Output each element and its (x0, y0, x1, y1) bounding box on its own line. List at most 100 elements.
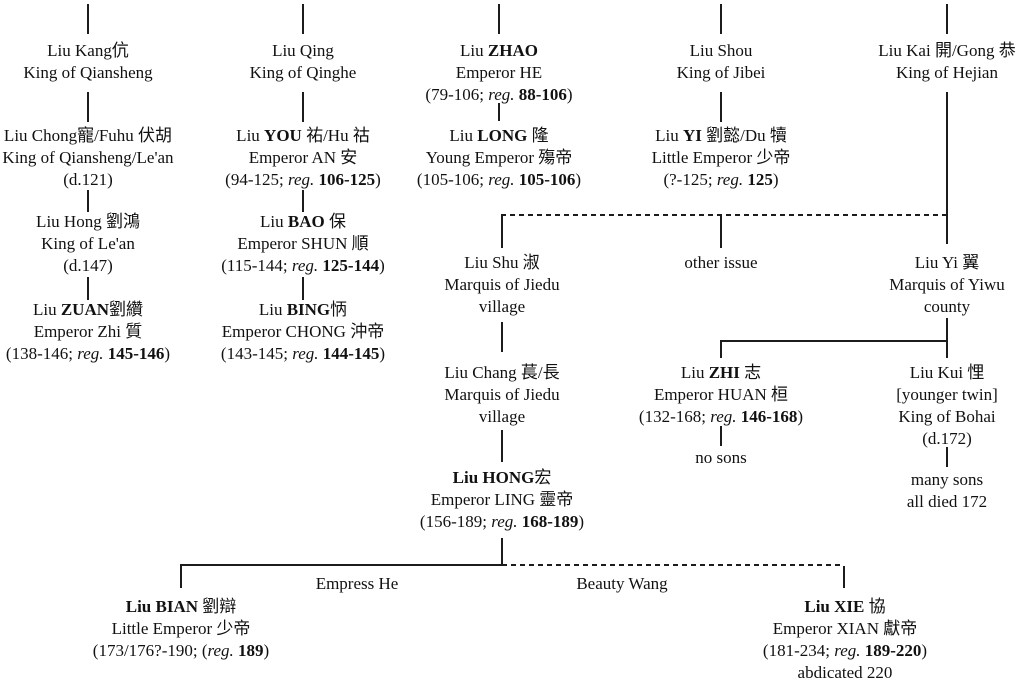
node-liu-hong-ling: Liu HONG宏 Emperor LING 靈帝 (156-189; reg. 1… (420, 467, 584, 533)
connector-stub-top-c5 (946, 4, 948, 34)
node-text-line: Liu Kui 悝 (909, 363, 985, 382)
node-liu-hong-lean: Liu Hong 劉鴻 King of Le'an (d.147) (36, 211, 140, 277)
connector-you-bao (302, 190, 304, 212)
node-liu-kang: Liu Kang伉 King of Qiansheng (23, 40, 152, 84)
node-liu-yi-du: Liu YI 劉懿/Du 犢 Little Emperor 少帝 (?-125; r… (652, 125, 791, 191)
node-text-line: King of Qinghe (249, 63, 357, 82)
node-text-line: Liu BIAN 劉辯 (125, 597, 237, 616)
node-text-line: (173/176?-190; (reg. 189) (92, 641, 270, 660)
connector-tick-zhi (720, 342, 722, 358)
node-text-line: King of Jibei (676, 63, 766, 82)
node-text-line: (115-144; reg. 125-144) (221, 256, 385, 275)
node-text-line: village (478, 407, 526, 426)
node-empress-he: Empress He (316, 573, 399, 595)
node-text-line: Liu LONG 隆 (449, 126, 549, 145)
connector-yiwu-bar (720, 340, 948, 342)
node-text-line: Emperor HUAN 桓 (653, 385, 789, 404)
node-text-line: no sons (695, 448, 747, 467)
node-text-line: Little Emperor 少帝 (111, 619, 251, 638)
connector-stub-top-c3 (498, 4, 500, 34)
node-text-line: (79-106; reg. 88-106) (425, 85, 573, 104)
connector-bao-bing (302, 277, 304, 300)
node-text-line: village (478, 297, 526, 316)
node-text-line: Liu ZUAN劉纘 (32, 300, 144, 319)
node-liu-chang: Liu Chang 萇/長 Marquis of Jiedu village (444, 362, 559, 428)
connector-shu-chang (501, 322, 503, 352)
node-text-line: Empress He (315, 574, 399, 593)
node-text-line: abdicated 220 (797, 663, 893, 682)
node-text-line: Emperor Zhi 質 (33, 322, 143, 341)
connector-bian-drop (180, 566, 182, 588)
connector-kui-manysons (946, 447, 948, 467)
node-other-issue: other issue (684, 252, 757, 274)
node-text-line: Liu Chang 萇/長 (444, 363, 560, 382)
node-text-line: King of Qiansheng (23, 63, 153, 82)
node-beauty-wang: Beauty Wang (576, 573, 667, 595)
node-text-line: King of Bohai (898, 407, 996, 426)
node-text-line: (143-145; reg. 144-145) (220, 344, 386, 363)
node-text-line: Emperor HE (455, 63, 543, 82)
node-text-line: Emperor CHONG 沖帝 (221, 322, 385, 341)
node-text-line: Liu Shu 淑 (464, 253, 540, 272)
node-text-line: King of Le'an (41, 234, 135, 253)
connector-tick-liu-shu (501, 216, 503, 248)
connector-dashed-marriage-dashed (502, 564, 844, 566)
node-text-line: Liu Hong 劉鴻 (36, 212, 140, 231)
node-text-line: Liu Kang伉 (47, 41, 129, 60)
node-liu-bian: Liu BIAN 劉辯 Little Emperor 少帝 (173/176?-19… (93, 596, 269, 662)
connector-tick-other (720, 216, 722, 248)
node-text-line: (156-189; reg. 168-189) (419, 512, 585, 531)
node-text-line: Little Emperor 少帝 (651, 148, 791, 167)
connector-xie-drop (843, 566, 845, 588)
connector-zhi-nosons (720, 426, 722, 446)
node-text-line: Emperor LING 靈帝 (430, 490, 574, 509)
node-text-line: Liu YOU 祐/Hu 祜 (236, 126, 370, 145)
node-text-line: Liu XIE 協 (804, 597, 886, 616)
node-text-line: Liu Chong寵/Fuhu 伏胡 (3, 126, 173, 145)
node-text-line: Liu BAO 保 (260, 212, 346, 231)
node-liu-kui: Liu Kui 悝[younger twin]King of Bohai(d.1… (896, 362, 998, 450)
connector-hong-zuan (87, 277, 89, 300)
node-liu-zhi: Liu ZHI 志 Emperor HUAN 桓 (132-168; reg. 14… (639, 362, 803, 428)
connector-marriage-solid (180, 564, 502, 566)
node-text-line: Marquis of Yiwu (889, 275, 1005, 294)
node-text-line: Emperor AN 安 (248, 148, 358, 167)
node-text-line: Liu ZHAO (460, 41, 538, 60)
node-text-line: (d.147) (63, 256, 113, 275)
node-no-sons: no sons (695, 447, 746, 469)
node-text-line: Liu Kai 開/Gong 恭 (878, 41, 1016, 60)
node-text-line: (132-168; reg. 146-168) (638, 407, 804, 426)
node-text-line: Marquis of Jiedu (444, 385, 560, 404)
node-liu-zhao: Liu ZHAO Emperor HE (79-106; reg. 88-106) (425, 40, 572, 106)
connector-hongling-drop (501, 538, 503, 566)
node-text-line: (?-125; reg. 125) (663, 170, 779, 189)
node-text-line: Liu ZHI 志 (680, 363, 762, 382)
node-text-line: other issue (684, 253, 758, 272)
node-text-line: all died 172 (906, 492, 988, 511)
node-text-line: Liu Shou (689, 41, 753, 60)
node-text-line: Emperor SHUN 順 (237, 234, 369, 253)
connector-zhao-long (498, 103, 500, 121)
node-text-line: (181-234; reg. 189-220) (762, 641, 928, 660)
node-text-line: Liu YI 劉懿/Du 犢 (655, 126, 787, 145)
node-liu-bao: Liu BAO 保 Emperor SHUN 順 (115-144; reg. 12… (221, 211, 385, 277)
connector-shou-yi (720, 92, 722, 122)
node-text-line: Liu HONG宏 (452, 468, 552, 487)
connector-dashed-adoption-bar (501, 214, 947, 216)
connector-yiwu-drop (946, 318, 948, 342)
connector-stub-top-c1 (87, 4, 89, 34)
node-text-line: (d.172) (922, 429, 972, 448)
node-text-line: county (923, 297, 971, 316)
